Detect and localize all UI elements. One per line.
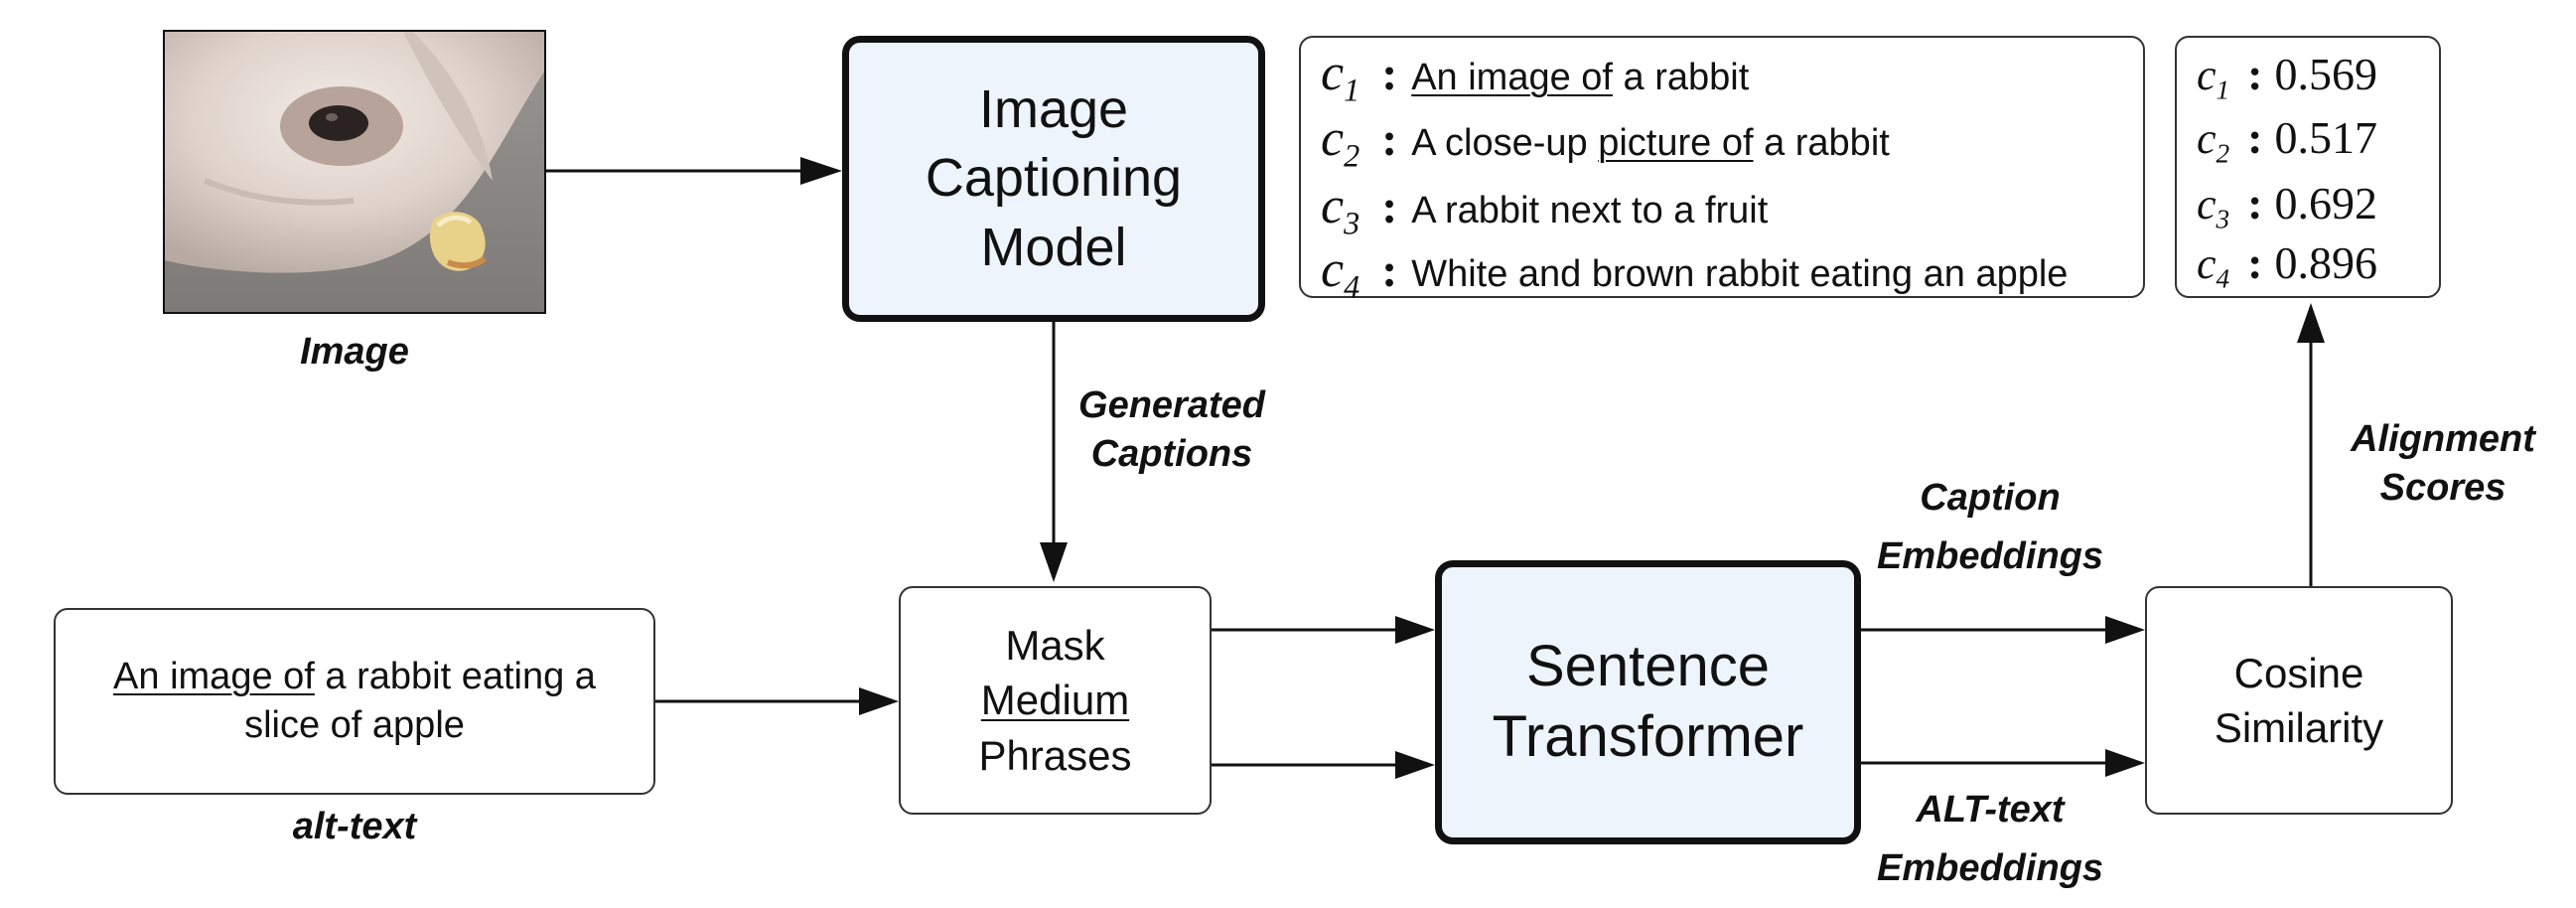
alignment-line-2: Scores	[2379, 467, 2506, 510]
alignment-scores-label: Alignment Scores	[2314, 415, 2572, 514]
caption-row-1: c1: An image of a rabbit	[1321, 44, 1749, 108]
caption-id-sub-3: 3	[1344, 205, 1360, 241]
caption-text-1: An image of a rabbit	[1411, 57, 1749, 99]
score-colon-3: :	[2247, 178, 2263, 228]
alt-text-box: An image of a rabbit eating a slice of a…	[54, 608, 655, 795]
arrowhead-mask-to-transformer-top	[1395, 616, 1435, 644]
alt-text-line-1: An image of a rabbit eating a	[113, 653, 596, 701]
caption-colon-3: :	[1381, 181, 1398, 233]
caption-underlined-2: picture of	[1598, 122, 1754, 164]
arrowhead-model-to-mask	[1040, 542, 1068, 582]
score-id-2: c2	[2197, 114, 2230, 169]
captions-box	[1299, 36, 2145, 298]
alt-embeddings-line-1: ALT-text	[1916, 789, 2065, 831]
caption-underlined-1: An image of	[1411, 57, 1613, 98]
alt-embeddings-line-2: Embeddings	[1876, 846, 2104, 889]
score-value-1: 0.569	[2274, 49, 2378, 99]
cosine-line-1: Cosine	[2233, 649, 2364, 696]
caption-colon-1: :	[1381, 48, 1398, 100]
alignment-line-1: Alignment	[2351, 418, 2535, 460]
score-value-3: 0.692	[2274, 178, 2378, 228]
alt-text-underlined-phrase: An image of	[113, 655, 315, 697]
mask-line-3: Phrases	[978, 731, 1132, 779]
caption-text-2: A close-up picture of a rabbit	[1411, 122, 1890, 165]
arrowhead-caption-embeddings	[2105, 616, 2145, 644]
score-id-sub-2: 2	[2216, 138, 2230, 169]
caption-id-4: c4	[1321, 241, 1360, 305]
score-id-3: c3	[2197, 180, 2230, 234]
caption-post-1: a rabbit	[1613, 57, 1750, 98]
caption-text-3: A rabbit next to a fruit	[1411, 190, 1768, 232]
caption-id-sub-1: 1	[1344, 72, 1360, 108]
caption-pre-4: White and brown rabbit eating an apple	[1411, 253, 2069, 295]
score-id-1: c1	[2197, 51, 2230, 105]
caption-id-1: c1	[1321, 45, 1360, 108]
model-line-3: Model	[980, 217, 1127, 277]
model-line-2: Captioning	[925, 148, 1183, 209]
caption-embeddings-line-1: Caption	[1920, 477, 2061, 519]
caption-id-2: c2	[1321, 110, 1360, 174]
score-colon-1: :	[2247, 49, 2263, 99]
sentence-transformer-box: Sentence Transformer	[1435, 560, 1861, 844]
generated-captions-label: Generated Captions	[1053, 381, 1291, 480]
rabbit-image	[163, 30, 546, 314]
generated-captions-line-2: Captions	[1090, 433, 1253, 476]
model-line-1: Image	[978, 79, 1129, 140]
transformer-line-1: Sentence	[1525, 634, 1771, 699]
score-row-1: c1:0.569	[2197, 48, 2377, 106]
score-row-4: c4:0.896	[2197, 236, 2377, 295]
arrowhead-cosine-to-scores	[2297, 303, 2325, 343]
caption-row-3: c3: A rabbit next to a fruit	[1321, 177, 1768, 241]
generated-captions-line-1: Generated	[1078, 384, 1265, 426]
caption-id-sub-4: 4	[1344, 268, 1360, 305]
score-row-3: c3:0.692	[2197, 177, 2377, 235]
scores-box	[2175, 36, 2441, 298]
score-row-2: c2:0.517	[2197, 111, 2377, 170]
cosine-line-2: Similarity	[2214, 704, 2384, 751]
caption-text-4: White and brown rabbit eating an apple	[1411, 253, 2068, 296]
arrowhead-mask-to-transformer-bottom	[1395, 751, 1435, 779]
mask-line-1: Mask	[1005, 621, 1105, 669]
arrowhead-alt-embeddings	[2105, 749, 2145, 777]
cosine-similarity-box: Cosine Similarity	[2145, 586, 2453, 815]
caption-colon-4: :	[1381, 244, 1398, 297]
arrowhead-image-to-model	[800, 157, 842, 185]
score-colon-2: :	[2247, 112, 2263, 163]
alt-text-rest: a rabbit eating a	[314, 655, 596, 697]
score-value-4: 0.896	[2274, 237, 2378, 288]
caption-colon-2: :	[1381, 113, 1398, 166]
score-colon-4: :	[2247, 237, 2263, 288]
mask-line-2: Medium	[980, 677, 1130, 724]
rabbit-picture	[165, 32, 544, 312]
score-id-sub-3: 3	[2216, 204, 2230, 234]
score-id-4: c4	[2197, 239, 2230, 294]
alt-embeddings-label: ALT-text Embeddings	[1857, 781, 2123, 898]
caption-pre-2: A close-up	[1411, 122, 1599, 164]
score-id-sub-1: 1	[2216, 75, 2230, 105]
alt-text-line-2: slice of apple	[244, 704, 465, 746]
score-id-sub-4: 4	[2216, 263, 2230, 294]
transformer-line-2: Transformer	[1492, 704, 1804, 769]
mask-medium-phrases-box: Mask Medium Phrases	[899, 586, 1212, 815]
caption-pre-3: A rabbit next to a fruit	[1411, 190, 1769, 231]
caption-row-4: c4: White and brown rabbit eating an appl…	[1321, 240, 2068, 305]
caption-id-3: c3	[1321, 178, 1360, 241]
caption-post-2: a rabbit	[1753, 122, 1890, 164]
caption-embeddings-line-2: Embeddings	[1876, 534, 2104, 577]
arrowhead-alt-to-mask	[859, 687, 899, 715]
image-label: Image	[300, 331, 409, 373]
alt-text-label: alt-text	[292, 806, 417, 847]
caption-id-sub-2: 2	[1344, 137, 1360, 174]
score-value-2: 0.517	[2274, 112, 2378, 163]
caption-row-2: c2: A close-up picture of a rabbit	[1321, 109, 1890, 174]
image-captioning-model-box: Image Captioning Model	[842, 36, 1265, 322]
caption-embeddings-label: Caption Embeddings	[1857, 469, 2123, 586]
